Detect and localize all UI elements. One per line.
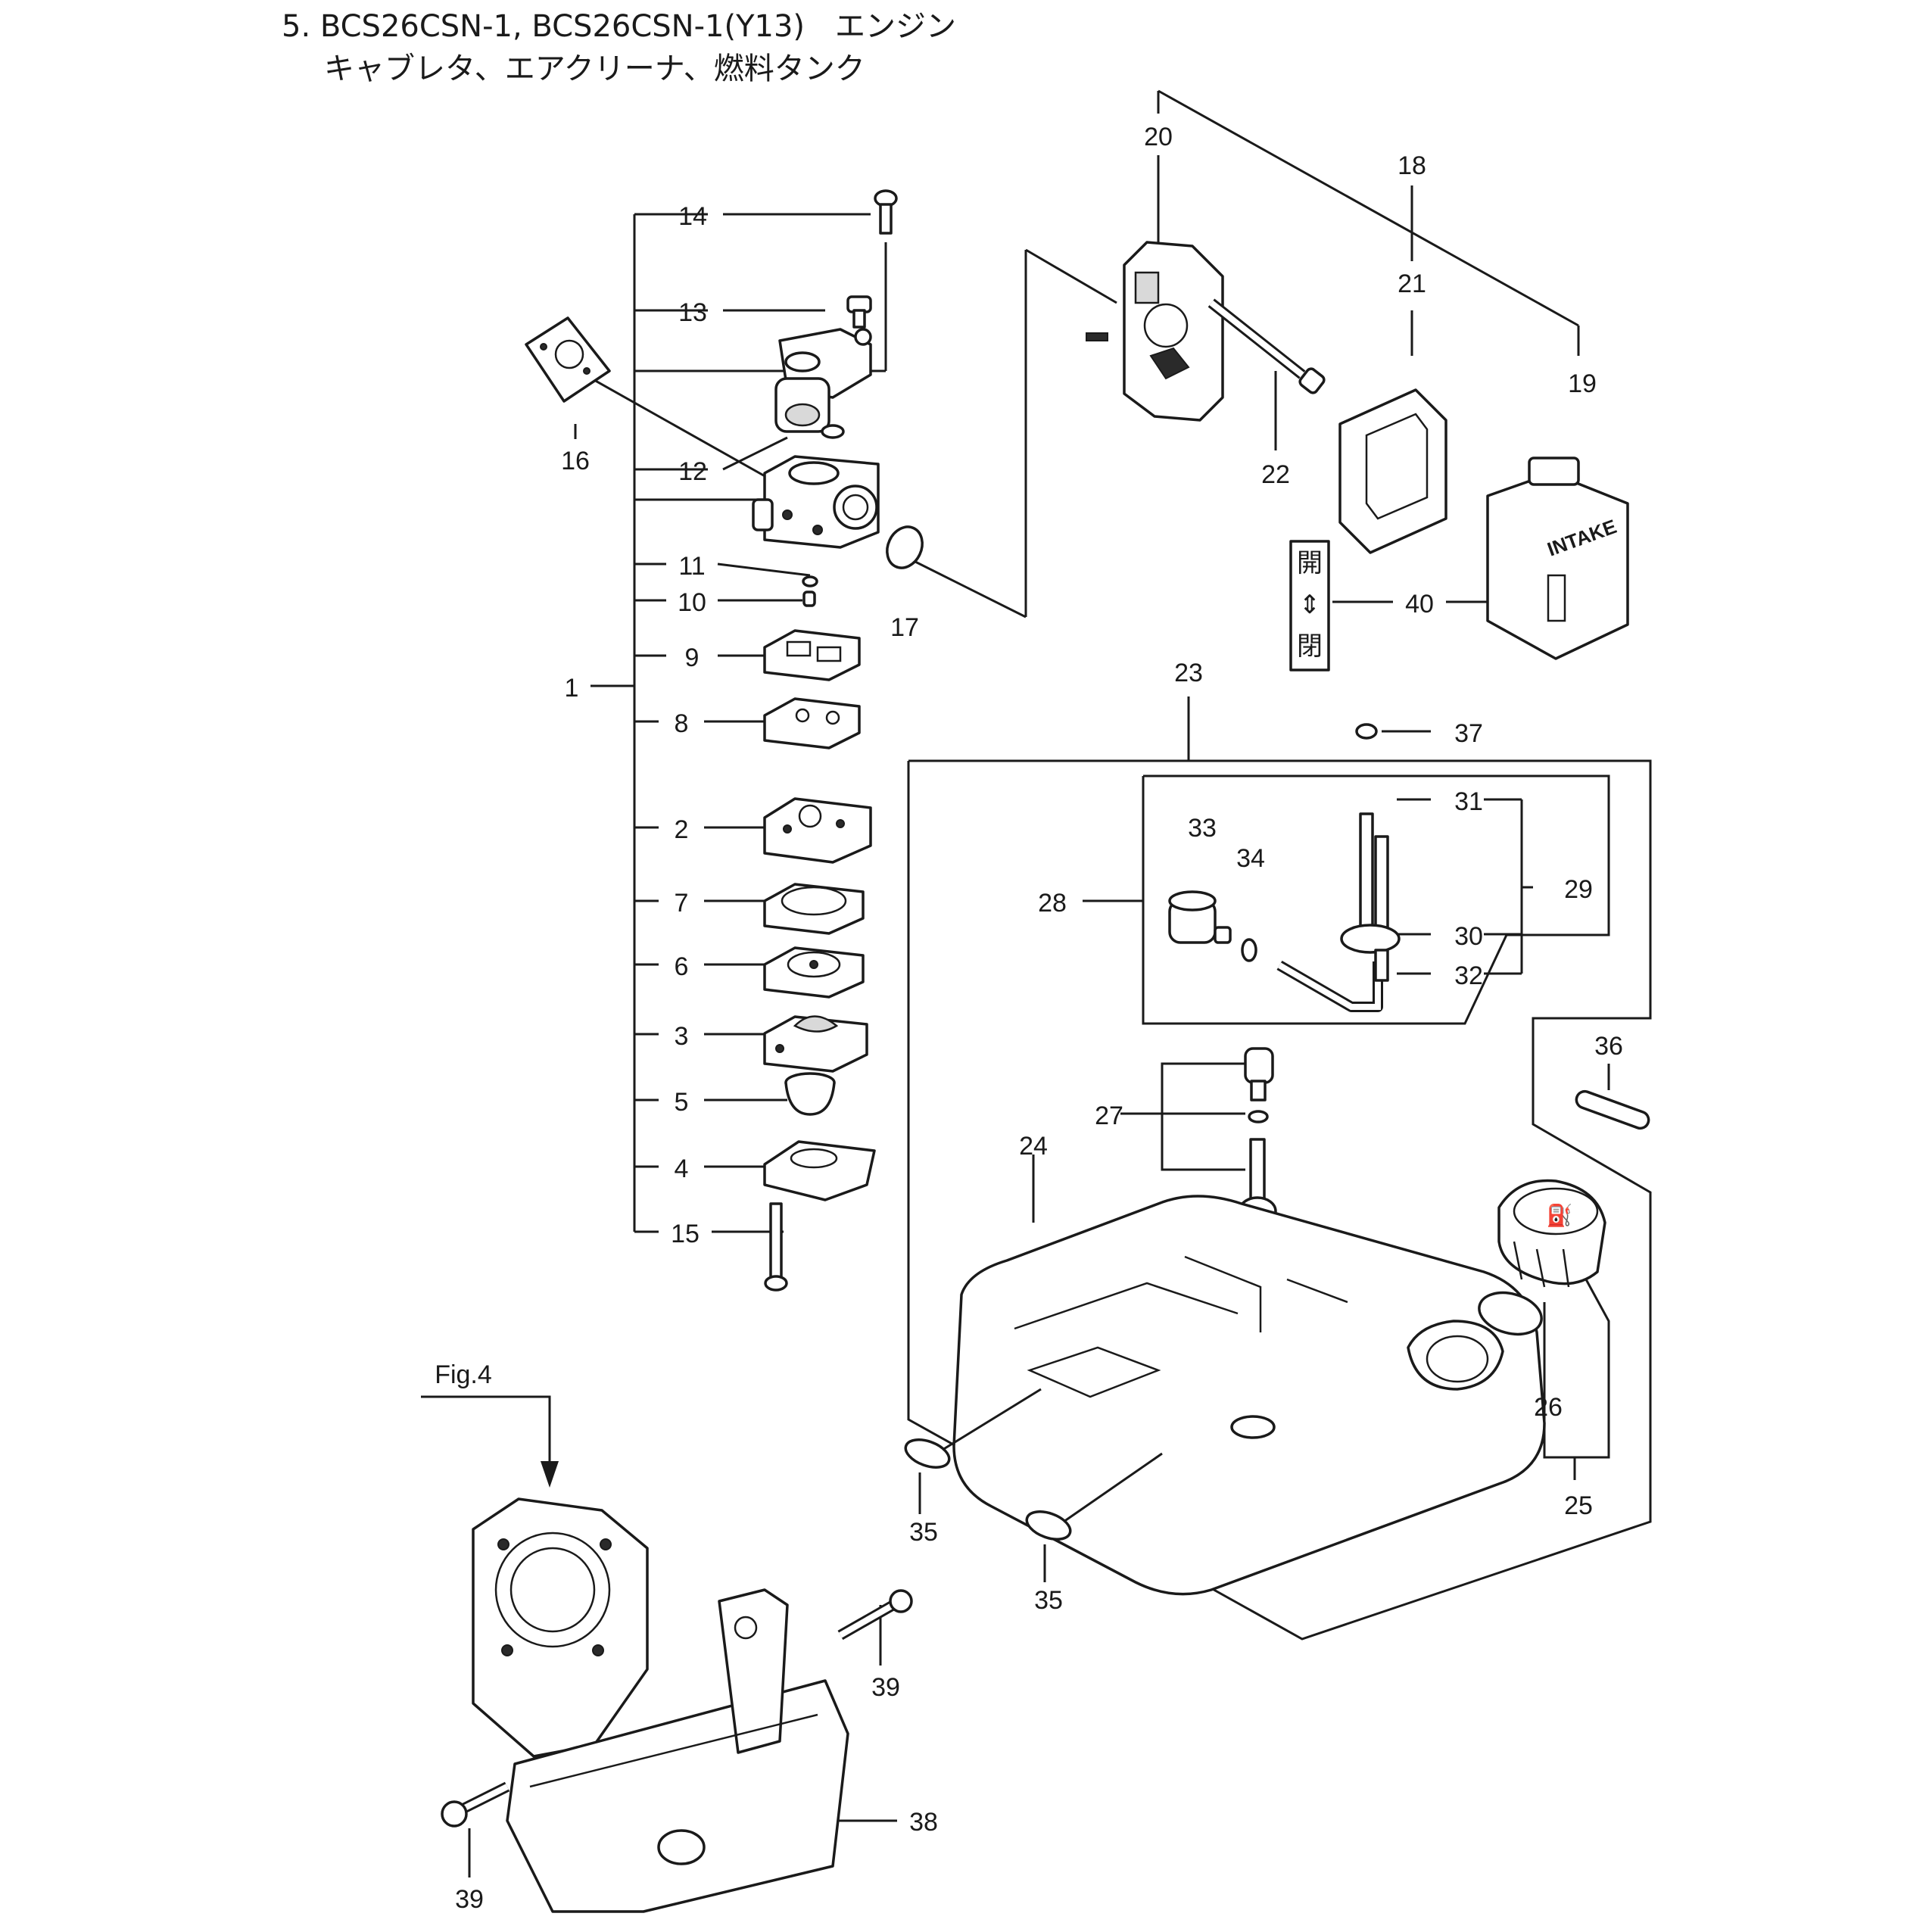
callout-5: 5 [675, 1088, 689, 1117]
callout-9: 9 [685, 643, 700, 672]
callout-2: 2 [675, 815, 689, 844]
filter-21-icon [1338, 388, 1447, 554]
callout-15: 15 [671, 1220, 700, 1248]
callout-12: 12 [678, 457, 707, 486]
callout-20: 20 [1144, 123, 1173, 151]
primer-bulb-5-icon [784, 1072, 836, 1116]
gasket-16-icon [525, 316, 611, 403]
bolt-22-icon [1208, 298, 1326, 394]
ring-11-icon [802, 575, 818, 587]
callout-16: 16 [561, 447, 590, 475]
callout-39b: 39 [455, 1885, 484, 1914]
callout-6: 6 [675, 952, 689, 981]
plate-4-icon [763, 1140, 876, 1201]
callout-19: 19 [1568, 369, 1597, 398]
gasket-26-icon [1478, 1291, 1543, 1336]
needle-10-icon [802, 591, 816, 607]
fig-reference: Fig.4 [435, 1360, 492, 1389]
callout-35a: 35 [909, 1518, 938, 1547]
fig-arrow-icon [541, 1461, 559, 1488]
callout-36: 36 [1594, 1032, 1623, 1061]
rubber-36-icon [1575, 1089, 1650, 1130]
cleaner-base-20-icon [1086, 241, 1224, 422]
callout-4: 4 [675, 1155, 689, 1183]
o-ring-17-icon [886, 525, 924, 569]
callout-27: 27 [1095, 1102, 1123, 1130]
screw-14-icon [874, 189, 898, 235]
callout-26: 26 [1534, 1393, 1563, 1422]
mounting-parts [441, 1497, 913, 1913]
fuel-cap-25-icon: ⛽ [1497, 1179, 1606, 1288]
callout-25: 25 [1564, 1491, 1593, 1520]
callout-1: 1 [565, 674, 579, 703]
diaphragm-8-icon [763, 697, 861, 749]
cap-fuel-mark: ⛽ [1547, 1203, 1573, 1228]
fuel-pipe-assy-icon [1276, 812, 1401, 1012]
callout-28: 28 [1038, 889, 1067, 918]
callout-40: 40 [1405, 590, 1434, 619]
callout-22: 22 [1261, 460, 1290, 489]
fuel-filter-33-icon [1168, 890, 1232, 944]
clip-12-icon [821, 424, 845, 439]
choke-label-40: 開 ⇕ 閉 [1289, 540, 1330, 672]
callout-10: 10 [678, 588, 706, 617]
screw-15-icon [764, 1202, 788, 1292]
rubber-35a-icon [904, 1438, 951, 1469]
callout-29: 29 [1564, 875, 1593, 904]
callout-33: 33 [1188, 814, 1217, 843]
callout-7: 7 [675, 889, 689, 918]
callout-35b: 35 [1034, 1586, 1063, 1615]
diaphragm-6-icon [763, 946, 865, 999]
callout-3: 3 [675, 1022, 689, 1051]
clip-34-icon [1241, 938, 1257, 962]
bolt-39a-icon [837, 1589, 913, 1641]
callout-34: 34 [1236, 844, 1265, 873]
clip-37-icon [1355, 723, 1378, 740]
fuel-tank-parts: ⛽ [904, 723, 1650, 1596]
diagram-title: 5. BCS26CSN-1, BCS26CSN-1(Y13) エンジン [282, 9, 957, 44]
adjust-screw-13-icon [846, 295, 872, 329]
rubber-35b-icon [1025, 1510, 1072, 1541]
choke-arrow-text: ⇕ [1299, 591, 1321, 619]
crankcase-fig4-icon [472, 1497, 649, 1758]
carburetor-body-icon [752, 455, 880, 549]
callout-37: 37 [1454, 719, 1483, 748]
throttle-body-icon [774, 328, 872, 433]
gasket-9-icon [763, 629, 861, 681]
pump-body-2-icon [763, 797, 872, 864]
carburetor-parts [525, 189, 924, 1292]
gasket-7-icon [763, 883, 865, 935]
callout-31: 31 [1454, 787, 1483, 816]
callout-21: 21 [1398, 270, 1426, 298]
callout-8: 8 [675, 709, 689, 738]
callout-24: 24 [1019, 1132, 1048, 1161]
callout-17: 17 [890, 613, 919, 642]
callout-30: 30 [1454, 922, 1483, 951]
choke-closed-text: 閉 [1297, 632, 1323, 661]
callout-14: 14 [678, 202, 707, 231]
callout-13: 13 [678, 298, 707, 327]
diagram-subtitle: キャブレタ、エアクリーナ、燃料タンク [324, 51, 865, 86]
callout-18: 18 [1398, 151, 1426, 180]
callout-39a: 39 [871, 1673, 900, 1702]
air-cleaner-parts: INTAKE 開 ⇕ 閉 [1086, 241, 1629, 672]
callout-38: 38 [909, 1808, 938, 1837]
callout-32: 32 [1454, 961, 1483, 990]
callout-23: 23 [1174, 659, 1203, 687]
cleaner-cover-19-icon: INTAKE [1486, 457, 1629, 660]
choke-open-text: 開 [1297, 549, 1323, 578]
bracket-38-icon [506, 1588, 849, 1913]
callout-labels: 1 2 3 4 5 6 7 8 9 10 11 12 13 14 15 16 1… [435, 123, 1623, 1914]
pump-cover-3-icon [763, 1015, 868, 1073]
callout-11: 11 [678, 552, 705, 581]
bolt-39b-icon [441, 1781, 510, 1828]
